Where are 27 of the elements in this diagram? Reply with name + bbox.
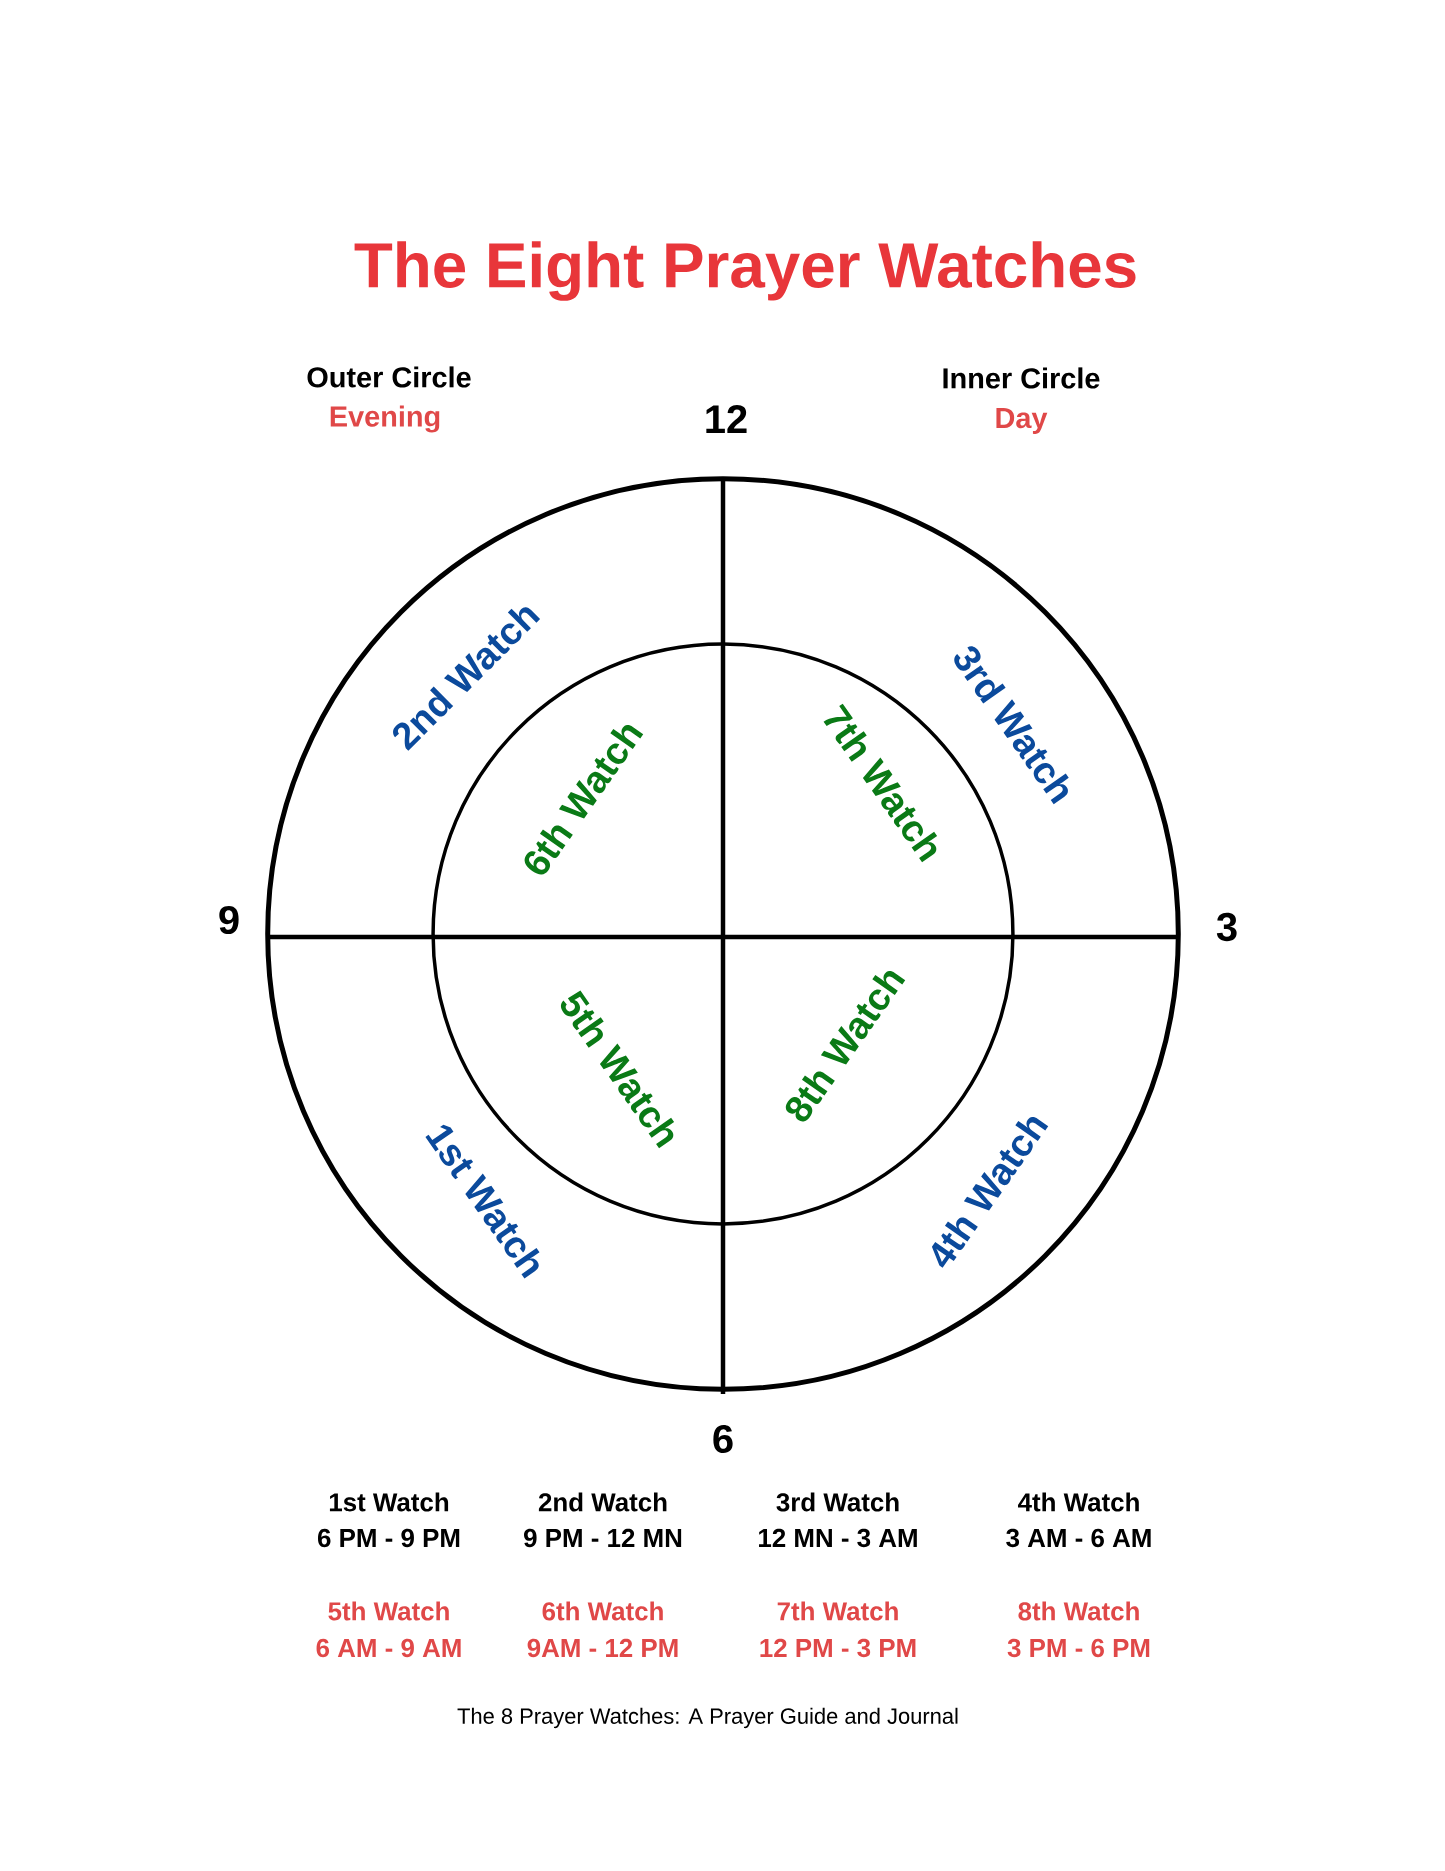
watch-name: 7th Watch [777, 1601, 898, 1621]
clock-number: 6 [713, 1424, 733, 1454]
watch-name: 3rd Watch [776, 1492, 899, 1512]
time-range: 6 PM - 9 PM [318, 1528, 460, 1548]
time-range: 3 AM - 6 AM [1006, 1528, 1151, 1548]
outer-circle [265, 476, 1181, 1392]
watch-name: 4th Watch [1018, 1492, 1139, 1512]
watch-name: 6th Watch [542, 1601, 663, 1621]
watch-name: 1st Watch [329, 1492, 449, 1512]
watch-name: 8th Watch [1018, 1601, 1139, 1621]
time-range: 9AM - 12 PM [527, 1638, 678, 1658]
circle-legend-heading: Inner Circle [943, 367, 1100, 389]
clock-number: 3 [1216, 912, 1237, 942]
circle-legend-label: Evening [330, 405, 440, 433]
time-range: 12 PM - 3 PM [760, 1638, 916, 1658]
clock-number: 9 [219, 905, 239, 935]
watch-name: 5th Watch [328, 1601, 449, 1621]
circle-legend-heading: Outer Circle [307, 366, 471, 388]
time-range: 6 AM - 9 AM [316, 1638, 461, 1658]
title: The Eight Prayer Watches [354, 241, 1136, 301]
time-range: 12 MN - 3 AM [759, 1528, 917, 1548]
circle-legend-label: Day [996, 408, 1048, 434]
clock-number: 12 [706, 405, 747, 433]
caption: The 8 Prayer Watches: A Prayer Guide and Journal [457, 1707, 958, 1729]
watch-name: 2nd Watch [538, 1492, 667, 1512]
time-range: 3 PM - 6 PM [1007, 1638, 1150, 1658]
time-range: 9 PM - 12 MN [524, 1528, 682, 1548]
